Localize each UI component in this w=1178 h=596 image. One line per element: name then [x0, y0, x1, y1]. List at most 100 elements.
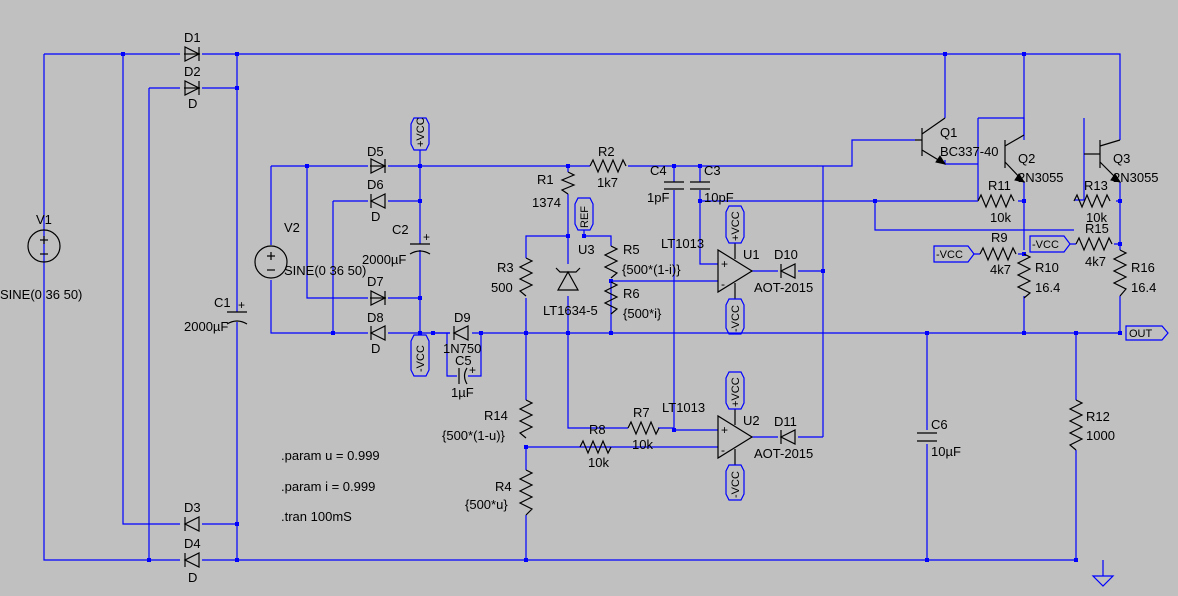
resistor-r6[interactable] [603, 281, 619, 315]
svg-text:+: + [721, 423, 728, 437]
flag-ref[interactable]: REF [574, 197, 594, 231]
label-d9-value: 1N750 [443, 341, 481, 356]
label-d2: D2 [184, 64, 201, 79]
spice-directives[interactable]: .param u = 0.999 .param i = 0.999 .tran … [281, 448, 380, 524]
label-d2-model: D [188, 96, 197, 111]
label-r15: R15 [1085, 221, 1109, 236]
svg-text:-VCC: -VCC [1032, 239, 1059, 251]
voltage-source-v2[interactable] [254, 245, 288, 279]
svg-text:-VCC: -VCC [730, 305, 742, 332]
label-r9-value: 4k7 [990, 262, 1011, 277]
resistor-r1[interactable] [560, 171, 576, 195]
capacitor-c3[interactable] [690, 181, 710, 190]
label-r10-value: 16.4 [1035, 280, 1060, 295]
svg-text:+: + [721, 257, 728, 271]
resistor-r16[interactable] [1112, 249, 1128, 297]
diode-d10[interactable] [780, 263, 796, 279]
label-d9: D9 [454, 310, 471, 325]
diode-d1[interactable] [183, 46, 201, 62]
flag-u2-nvcc[interactable]: -VCC [725, 464, 745, 501]
component-labels: D1 D2 D D3 D4 D V1 SINE(0 36 50) C1 2000… [0, 30, 1159, 585]
label-q1-value: BC337-40 [940, 144, 999, 159]
svg-text:+VCC: +VCC [730, 211, 742, 241]
label-r14: R14 [484, 408, 508, 423]
flag-u2-vcc[interactable]: +VCC [725, 371, 745, 410]
label-d1: D1 [184, 30, 201, 45]
diode-d2[interactable] [183, 80, 201, 96]
capacitor-c5[interactable]: + [458, 363, 476, 385]
flag-u1-nvcc[interactable]: -VCC [725, 298, 745, 335]
diode-d11[interactable] [780, 429, 796, 445]
flag-out[interactable]: OUT [1125, 325, 1169, 341]
label-r9: R9 [991, 230, 1008, 245]
opamp-u2[interactable]: +- [717, 409, 754, 465]
label-c4-value: 1pF [647, 190, 669, 205]
label-d3: D3 [184, 500, 201, 515]
transistor-q2[interactable] [1004, 134, 1026, 183]
label-c6-value: 10µF [931, 444, 961, 459]
resistor-r7[interactable] [627, 420, 660, 436]
resistor-r12[interactable] [1068, 399, 1084, 451]
zener-d9[interactable] [453, 325, 469, 341]
label-d11-value: AOT-2015 [754, 446, 813, 461]
resistor-r14[interactable] [518, 399, 534, 439]
label-r14-value: {500*(1-u)} [442, 428, 506, 443]
resistor-r3[interactable] [518, 257, 534, 297]
diode-d4[interactable] [184, 552, 200, 568]
reference-u3[interactable] [555, 267, 581, 291]
label-c5-value: 1µF [451, 385, 474, 400]
flag-nvcc-r9[interactable]: -VCC [933, 245, 975, 263]
capacitor-c2[interactable]: + [409, 230, 431, 255]
label-u1: U1 [743, 247, 760, 262]
label-c6: C6 [931, 417, 948, 432]
label-r7: R7 [633, 405, 650, 420]
svg-text:-VCC: -VCC [936, 249, 963, 261]
diode-d5[interactable] [369, 158, 387, 174]
label-d6: D6 [367, 177, 384, 192]
flag-u1-vcc[interactable]: +VCC [725, 205, 745, 244]
diode-d6[interactable] [370, 193, 386, 209]
capacitor-c4[interactable] [664, 181, 684, 190]
label-d7: D7 [367, 274, 384, 289]
resistor-r11[interactable] [977, 193, 1015, 209]
flag-nvcc-bottom[interactable]: -VCC [410, 334, 430, 377]
opamp-u1[interactable]: +- [717, 243, 754, 299]
flag-vcc-top[interactable]: +VCC [410, 117, 430, 151]
label-c1-value: 2000µF [184, 319, 228, 334]
label-u1-model: LT1013 [661, 236, 704, 251]
voltage-source-v1[interactable] [27, 229, 61, 263]
label-u2-model: LT1013 [662, 400, 705, 415]
label-d4: D4 [184, 536, 201, 551]
resistor-r5[interactable] [603, 245, 619, 279]
resistor-r4[interactable] [518, 469, 534, 516]
label-r12: R12 [1086, 409, 1110, 424]
resistor-r13[interactable] [1073, 193, 1111, 209]
flag-nvcc-r15[interactable]: -VCC [1029, 235, 1071, 253]
diode-d3[interactable] [184, 516, 200, 532]
svg-text:+VCC: +VCC [730, 377, 742, 407]
resistor-r8[interactable] [579, 439, 612, 455]
ground-symbol [1091, 575, 1115, 587]
resistor-r10[interactable] [1016, 253, 1032, 299]
label-c3-value: 10pF [704, 190, 734, 205]
label-q3-value: 2N3055 [1113, 170, 1159, 185]
transistor-q3[interactable] [1084, 139, 1122, 183]
label-r16: R16 [1131, 260, 1155, 275]
label-r2-value: 1k7 [597, 175, 618, 190]
resistor-r9[interactable] [979, 246, 1017, 262]
label-r6-value: {500*i} [623, 306, 662, 321]
transistor-q1[interactable] [915, 117, 947, 165]
capacitor-c1[interactable]: + [226, 298, 248, 325]
label-q1: Q1 [940, 125, 957, 140]
label-d11: D11 [774, 414, 797, 429]
directive-tran: .tran 100mS [281, 509, 352, 524]
diode-d7[interactable] [369, 290, 387, 306]
diode-d8[interactable] [370, 325, 386, 341]
label-r11-value: 10k [990, 210, 1011, 225]
resistor-r2[interactable] [589, 158, 627, 174]
label-r5-value: {500*(1-i)} [622, 262, 681, 277]
resistor-r15[interactable] [1075, 236, 1113, 252]
directive-param-u: .param u = 0.999 [281, 448, 380, 463]
capacitor-c6[interactable] [917, 432, 937, 442]
